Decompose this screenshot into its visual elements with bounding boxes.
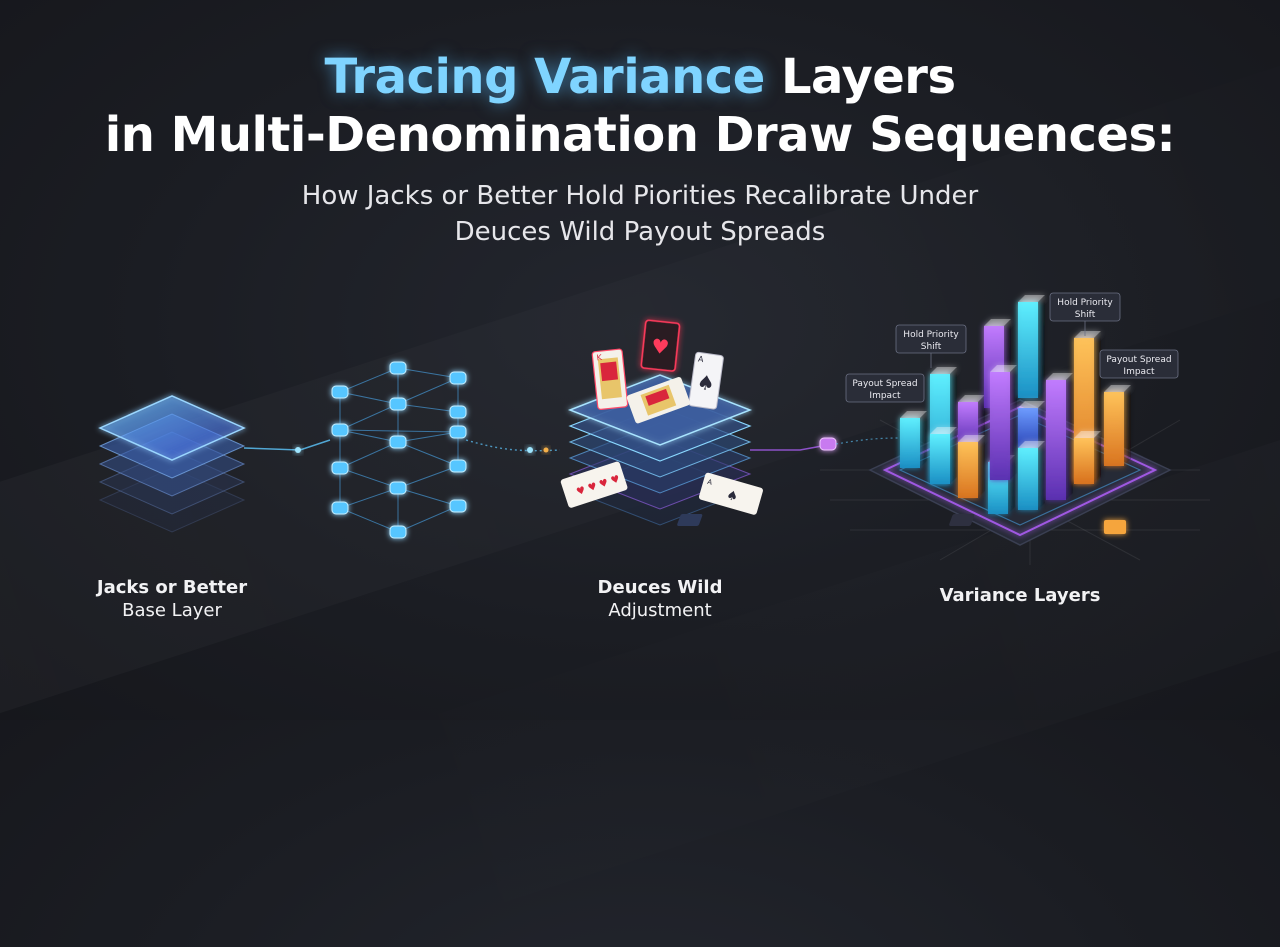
svg-text:Payout Spread: Payout Spread [1106, 355, 1171, 365]
stage-subtitle: Adjustment [608, 600, 712, 621]
svg-text:Hold Priority: Hold Priority [1057, 298, 1113, 308]
variance-bar [1018, 441, 1045, 510]
stage-caption-base: Jacks or Better Base Layer [72, 576, 272, 622]
connector-line [243, 439, 331, 451]
stage-title: Deuces Wild [597, 577, 723, 598]
title-accent: Tracing Variance [324, 49, 765, 105]
subtitle-line2: Deuces Wild Payout Spreads [454, 217, 826, 247]
svg-text:K: K [596, 353, 603, 363]
variance-bar [900, 411, 927, 468]
svg-text:♠: ♠ [724, 488, 739, 506]
floor-tile [949, 514, 975, 526]
variance-bar [930, 427, 957, 484]
svg-text:Hold Priority: Hold Priority [903, 330, 959, 340]
playing-cards: ♥ K ♠ A ♥ ♥ ♥ ♥ ♠ A [560, 319, 763, 515]
connector-dot [543, 447, 549, 453]
connector-line [750, 445, 823, 451]
stage-caption-deuces: Deuces Wild Adjustment [560, 576, 760, 622]
hold-network [339, 367, 459, 533]
connector-dot [527, 447, 533, 453]
stage-title: Variance Layers [939, 585, 1101, 606]
svg-text:Shift: Shift [921, 342, 942, 352]
floor-tile [1104, 520, 1126, 534]
base-layer-stack [98, 395, 246, 533]
variance-bar [958, 435, 985, 498]
floor-tile [677, 514, 703, 526]
subtitle-line1: How Jacks or Better Hold Piorities Recal… [301, 181, 979, 211]
svg-text:Payout Spread: Payout Spread [852, 379, 917, 389]
callout-hold-priority-1: Hold Priority Shift [895, 324, 967, 368]
stage-caption-variance: Variance Layers [900, 584, 1140, 607]
network-nodes [331, 361, 467, 539]
svg-text:A: A [697, 354, 704, 364]
variance-bar [1104, 385, 1131, 466]
variance-bar [990, 365, 1017, 480]
variance-bar [1046, 373, 1073, 500]
connector-dot [295, 447, 301, 453]
callout-payout-spread-1: Payout Spread Impact [845, 373, 925, 403]
page-subtitle: How Jacks or Better Hold Piorities Recal… [0, 178, 1280, 250]
svg-text:♥: ♥ [650, 334, 670, 360]
variance-bar [1074, 431, 1101, 482]
svg-text:Impact: Impact [869, 391, 901, 401]
stage-subtitle: Base Layer [122, 600, 222, 621]
callout-payout-spread-2: Payout Spread Impact [1099, 349, 1179, 379]
svg-text:Impact: Impact [1123, 367, 1155, 377]
variance-bars [900, 295, 1131, 514]
page-title: Tracing Variance Layers in Multi-Denomin… [0, 48, 1280, 164]
title-line1-rest: Layers [764, 49, 956, 105]
title-line2: in Multi-Denomination Draw Sequences: [104, 107, 1176, 163]
svg-text:♠: ♠ [695, 370, 716, 396]
svg-text:A: A [706, 478, 713, 487]
variance-bar [1018, 295, 1045, 398]
stage-title: Jacks or Better [96, 577, 248, 598]
connector-node [819, 437, 837, 451]
connector-line [835, 437, 901, 445]
pipeline-diagram: ♥ K ♠ A ♥ ♥ ♥ ♥ ♠ A [98, 292, 1179, 546]
connector-line [465, 439, 561, 452]
callout-hold-priority-2: Hold Priority Shift [1049, 292, 1121, 336]
variance-bar [1018, 401, 1045, 448]
svg-text:Shift: Shift [1075, 310, 1096, 320]
